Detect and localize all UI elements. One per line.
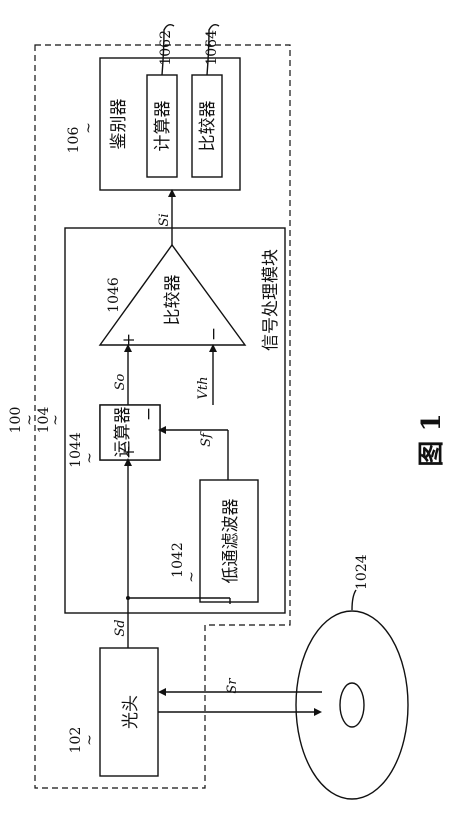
low-pass-filter-box [199,479,259,603]
arrow-beam-out [314,708,322,716]
optical-head-label: 光头 [121,695,141,729]
signal-si: Si [157,213,172,226]
tilde-102: ~ [82,734,98,746]
comparator-small-label: 比较器 [198,101,218,152]
figure-label: 图 1 [417,413,447,466]
leader-1064 [206,23,220,76]
comparator-triangle [98,243,247,346]
comparator-minus-sign: − [204,327,224,341]
signal-sd: Sd [113,619,128,636]
signal-so: So [113,373,128,390]
arrow-comparator-minus [209,344,217,352]
operator-plus-sign: + [119,445,139,459]
signal-sr: Sr [225,678,240,694]
ref-102: 102 [68,727,84,754]
ref-104: 104 [36,407,52,434]
low-pass-filter-label: 低通滤波器 [221,499,241,584]
tilde-100: ~ [22,414,38,426]
ref-1062: 1062 [158,30,174,66]
calculator-label: 计算器 [153,101,173,152]
comparator-plus-sign: + [119,333,139,347]
system-boundary [34,44,291,789]
ref-100: 100 [8,407,24,434]
ref-1042: 1042 [170,542,186,578]
ref-106: 106 [66,127,82,154]
arrow-operator-minus [158,426,166,434]
tilde-106: ~ [81,122,97,134]
optical-head-box [99,647,159,777]
leader-1062 [161,23,175,76]
leader-1024 [351,589,357,611]
ref-1064: 1064 [204,30,220,66]
ref-1024: 1024 [354,554,370,590]
arrow-discriminator [168,189,176,197]
comparator-small-box [191,74,223,178]
ref-1046: 1046 [106,277,122,313]
arrow-comparator-plus [124,344,132,352]
operator-box-outline [99,404,161,461]
disc-hole [339,682,365,728]
arrow-operator-plus [124,458,132,466]
comparator-label: 比较器 [163,275,183,326]
discriminator-label: 鉴别器 [109,99,129,150]
arrow-beam-return [158,688,166,696]
tilde-104: ~ [48,414,64,426]
junction-node [126,596,130,600]
signal-sf: Sf [199,431,214,447]
signal-vth: Vth [196,377,211,400]
operator-label: 运算器 [113,407,133,458]
tilde-1044: ~ [82,452,98,464]
tilde-1042: ~ [184,571,200,583]
ref-1044: 1044 [68,432,84,468]
operator-minus-sign: − [139,407,159,421]
signal-module-label: 信号处理模块 [261,249,281,351]
